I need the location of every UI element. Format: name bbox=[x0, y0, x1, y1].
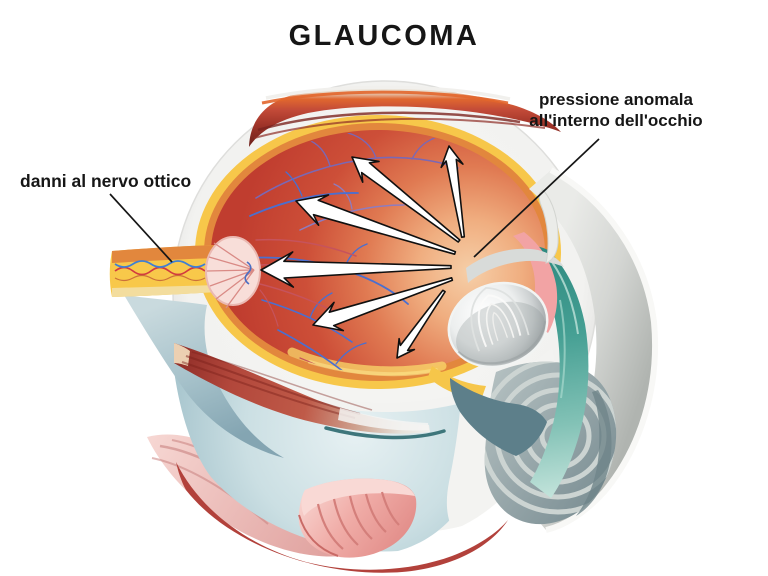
label-pointer-lines bbox=[109, 138, 600, 263]
pressure-arrow bbox=[295, 194, 457, 255]
label-abnormal-pressure-line1: pressione anomala bbox=[538, 90, 693, 109]
pressure-arrow bbox=[396, 289, 446, 359]
page-title: GLAUCOMA bbox=[288, 20, 480, 52]
optic-disc-vessels bbox=[206, 242, 255, 309]
pressure-arrow bbox=[260, 251, 452, 288]
pressure-pointer-line bbox=[473, 138, 600, 258]
inferior-oblique-muscle bbox=[298, 478, 417, 558]
posterior-chamber-shadow bbox=[450, 378, 547, 456]
anterior-segment bbox=[428, 167, 659, 533]
optic-nerve-pointer-line bbox=[109, 193, 173, 263]
optic-nerve-fibers bbox=[114, 260, 206, 282]
pressure-arrows bbox=[260, 145, 466, 359]
scleral-flap bbox=[538, 189, 559, 264]
pressure-arrow bbox=[351, 156, 461, 243]
under-globe-muscle-band bbox=[176, 462, 508, 573]
pressure-arrow bbox=[312, 276, 454, 332]
superior-rectus-muscle bbox=[249, 85, 561, 147]
lens bbox=[447, 281, 549, 369]
label-optic-nerve-damage: danni al nervo ottico bbox=[20, 171, 192, 191]
label-abnormal-pressure: pressione anomala all'interno dell'occhi… bbox=[496, 89, 736, 131]
pressure-arrow bbox=[440, 145, 466, 238]
label-abnormal-pressure-line2: all'interno dell'occhio bbox=[529, 111, 703, 130]
inferior-rectus-muscle bbox=[174, 343, 446, 440]
cornea-shell bbox=[524, 170, 656, 530]
zonule-sliver bbox=[466, 248, 564, 283]
